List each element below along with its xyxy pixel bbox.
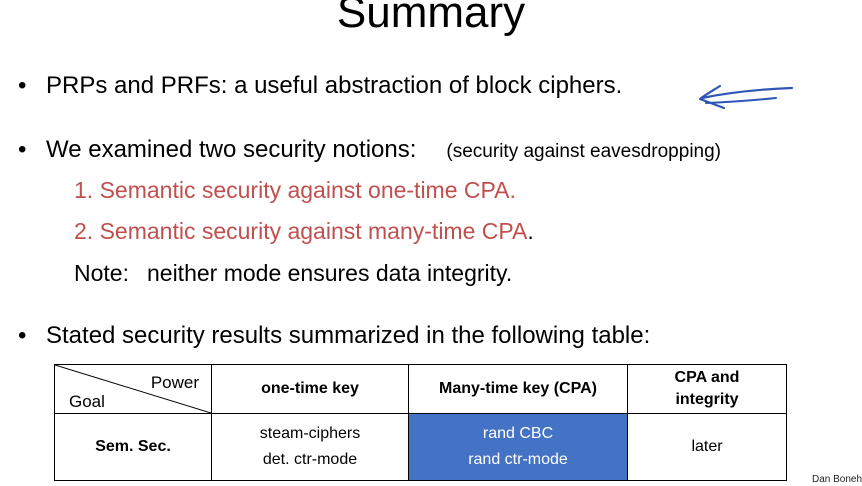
notion-item-text: 1. Semantic security against one-time CP… — [74, 177, 516, 203]
cell-many-time-key: rand CBC rand ctr-mode — [408, 413, 628, 481]
diagonal-divider — [55, 365, 211, 413]
bullet-dot: • — [18, 136, 27, 163]
table-corner-cell: Power Goal — [54, 364, 212, 414]
notion-item-1: 1. Semantic security against one-time CP… — [74, 177, 516, 204]
corner-goal-label: Goal — [69, 392, 105, 411]
table-row: Sem. Sec. steam-ciphers det. ctr-mode ra… — [54, 413, 787, 481]
eavesdropping-note: (security against eavesdropping) — [446, 141, 721, 162]
bullet-dot: • — [18, 72, 27, 99]
author-credit: Dan Boneh — [812, 474, 862, 485]
bullet-table-intro: • Stated security results summarized in t… — [18, 322, 650, 350]
notion-item-period: . — [527, 218, 534, 244]
hand-drawn-arrow-icon — [698, 84, 794, 110]
bullet-text: Stated security results summarized in th… — [46, 322, 651, 349]
notion-item-2: 2. Semantic security against many-time C… — [74, 218, 534, 245]
note-label: Note: — [74, 260, 129, 286]
security-results-table: Power Goal one-time key Many-time key (C… — [54, 364, 787, 481]
table-header-row: Power Goal one-time key Many-time key (C… — [54, 364, 787, 414]
bullet-security-notions: • We examined two security notions: (secur… — [18, 136, 721, 164]
cell-one-time-key: steam-ciphers det. ctr-mode — [211, 413, 409, 481]
row-label-sem-sec: Sem. Sec. — [54, 413, 212, 481]
header-cpa-integrity: CPA and integrity — [627, 364, 787, 414]
note-text: neither mode ensures data integrity. — [146, 260, 513, 286]
bullet-text: PRPs and PRFs: a useful abstraction of b… — [46, 72, 623, 99]
integrity-note: Note: neither mode ensures data integrity… — [74, 260, 512, 287]
bullet-prp-prf: • PRPs and PRFs: a useful abstraction of … — [18, 72, 622, 100]
bullet-text: We examined two security notions: — [46, 136, 417, 163]
notion-item-text: 2. Semantic security against many-time C… — [74, 218, 528, 244]
header-one-time-key: one-time key — [211, 364, 409, 414]
cell-cpa-integrity: later — [627, 413, 787, 481]
corner-power-label: Power — [150, 373, 199, 392]
bullet-dot: • — [18, 322, 27, 349]
slide-title: Summary — [336, 0, 526, 37]
header-many-time-key: Many-time key (CPA) — [408, 364, 628, 414]
